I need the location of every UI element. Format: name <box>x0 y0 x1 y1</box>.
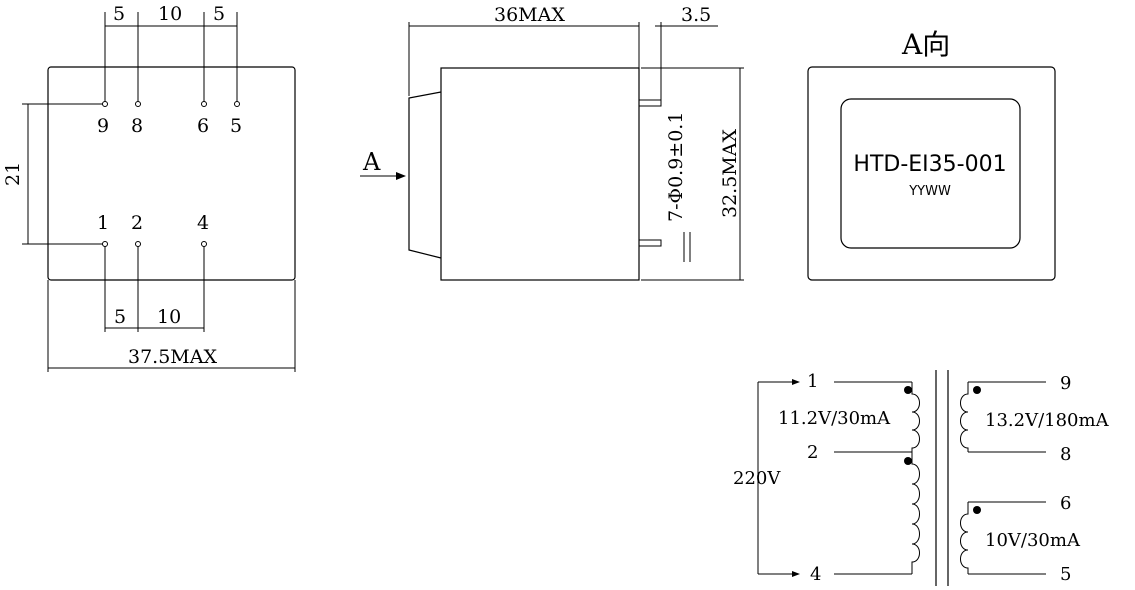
pin-label-8: 8 <box>131 115 143 137</box>
dim-left: 21 <box>2 162 24 186</box>
pin-label-2: 2 <box>131 212 143 234</box>
pin-label-5: 5 <box>230 115 242 137</box>
schem-pin-5: 5 <box>1060 564 1071 585</box>
side-view: 36MAX 3.5 7-Φ0.9±0.1 32.5MAX A <box>360 4 744 281</box>
dim-bottom-2: 10 <box>157 306 181 328</box>
schem-pin-4: 4 <box>810 564 821 585</box>
winding-schematic: 1 2 4 9 8 6 5 220V 11.2V/30mA 13.2V/180m… <box>733 370 1110 586</box>
dim-pin-length: 3.5 <box>681 4 711 26</box>
a-view: A向 HTD-EI35-001 YYWW <box>807 28 1056 281</box>
dim-top-2: 10 <box>158 3 182 25</box>
view-arrow-label: A <box>362 148 381 176</box>
pin-label-4: 4 <box>197 212 209 234</box>
date-code-label: YYWW <box>908 184 951 199</box>
dim-top-1: 5 <box>113 3 125 25</box>
dim-top-3: 5 <box>213 3 225 25</box>
dim-pin-diameter: 7-Φ0.9±0.1 <box>665 112 687 222</box>
model-label: HTD-EI35-001 <box>853 152 1006 177</box>
schem-pin-8: 8 <box>1060 444 1071 465</box>
a-view-title: A向 <box>901 28 950 61</box>
input-voltage-label: 220V <box>733 468 781 489</box>
tap-winding-label: 11.2V/30mA <box>778 408 891 429</box>
schem-pin-2: 2 <box>807 442 818 463</box>
front-body-outline <box>47 66 296 281</box>
front-view: 5 10 5 9 8 6 5 1 2 4 5 10 21 37.5MAX <box>2 3 296 372</box>
schem-pin-1: 1 <box>807 371 818 392</box>
pin-label-6: 6 <box>197 115 209 137</box>
dim-length: 36MAX <box>494 4 565 26</box>
dim-height: 32.5MAX <box>719 129 741 218</box>
schem-pin-6: 6 <box>1060 493 1071 514</box>
secondary-1-label: 13.2V/180mA <box>985 410 1110 431</box>
dim-width: 37.5MAX <box>128 346 217 368</box>
pin-label-1: 1 <box>97 212 109 234</box>
pin-label-9: 9 <box>97 115 109 137</box>
dim-bottom-1: 5 <box>114 306 126 328</box>
schem-pin-9: 9 <box>1060 373 1071 394</box>
secondary-2-label: 10V/30mA <box>985 530 1081 551</box>
